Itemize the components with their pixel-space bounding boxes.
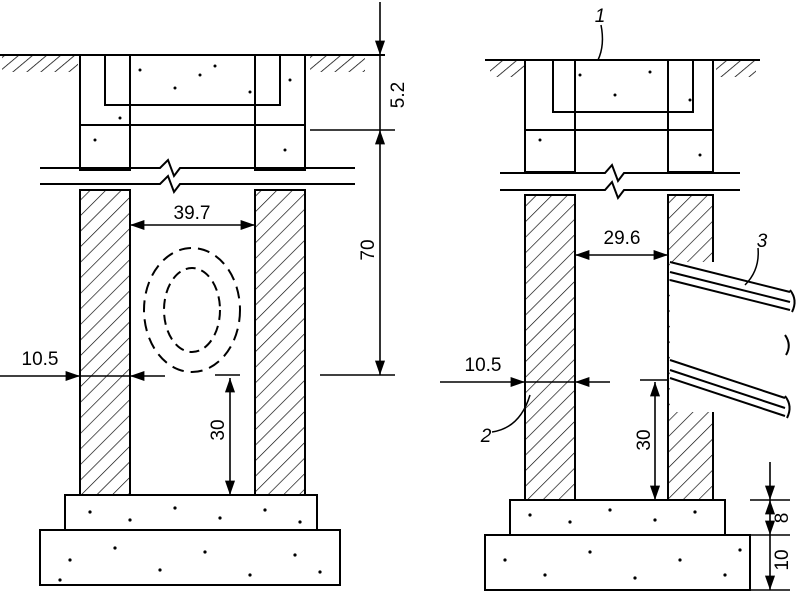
right-wall-upper-right [667,59,714,173]
left-soil-hatch [310,56,365,72]
leader-cover [597,24,604,61]
left-dim-top-slab: 5.2 [388,82,409,108]
left-break-line [40,174,355,195]
left-wall-left [79,189,131,496]
left-cover-slab [104,54,281,106]
right-break-line [500,180,740,201]
right-soil-hatch [490,61,525,77]
left-dim-height: 70 [358,239,379,260]
leader-wall [491,394,531,433]
right-base-upper [509,499,726,536]
left-wall-right [254,189,306,496]
right-label-wall: 2 [480,426,492,447]
left-dim-inner-width: 39.7 [174,203,211,224]
right-soil-hatch [716,61,756,77]
left-break-line [40,158,355,179]
left-pipe-opening-inner [163,267,221,353]
right-base-lower [484,534,751,591]
right-dim-base-upper: 8 [772,513,793,524]
left-base-lower [39,529,341,586]
right-break-line [500,163,740,184]
right-inlet-pipe [667,261,796,419]
left-drawing [0,2,395,586]
right-dim-wall: 10.5 [465,355,502,376]
right-dim-base-lower: 10 [772,549,793,570]
right-dim-inner-width: 29.6 [604,228,641,249]
right-dim-pipe-height: 30 [634,429,655,450]
left-soil-hatch [2,56,78,72]
right-drawing [440,24,796,591]
right-label-pipe: 3 [757,231,768,252]
left-dim-pipe-height: 30 [208,419,229,440]
right-cover-slab [552,59,694,113]
right-label-cover: 1 [595,6,606,27]
right-wall-left [524,194,576,501]
left-pipe-opening [143,247,241,373]
leader-pipe [744,247,759,286]
left-concrete-speckles [93,64,292,152]
right-wall-upper-left [524,59,576,173]
left-dim-wall: 10.5 [22,349,59,370]
left-base-upper [64,494,318,531]
